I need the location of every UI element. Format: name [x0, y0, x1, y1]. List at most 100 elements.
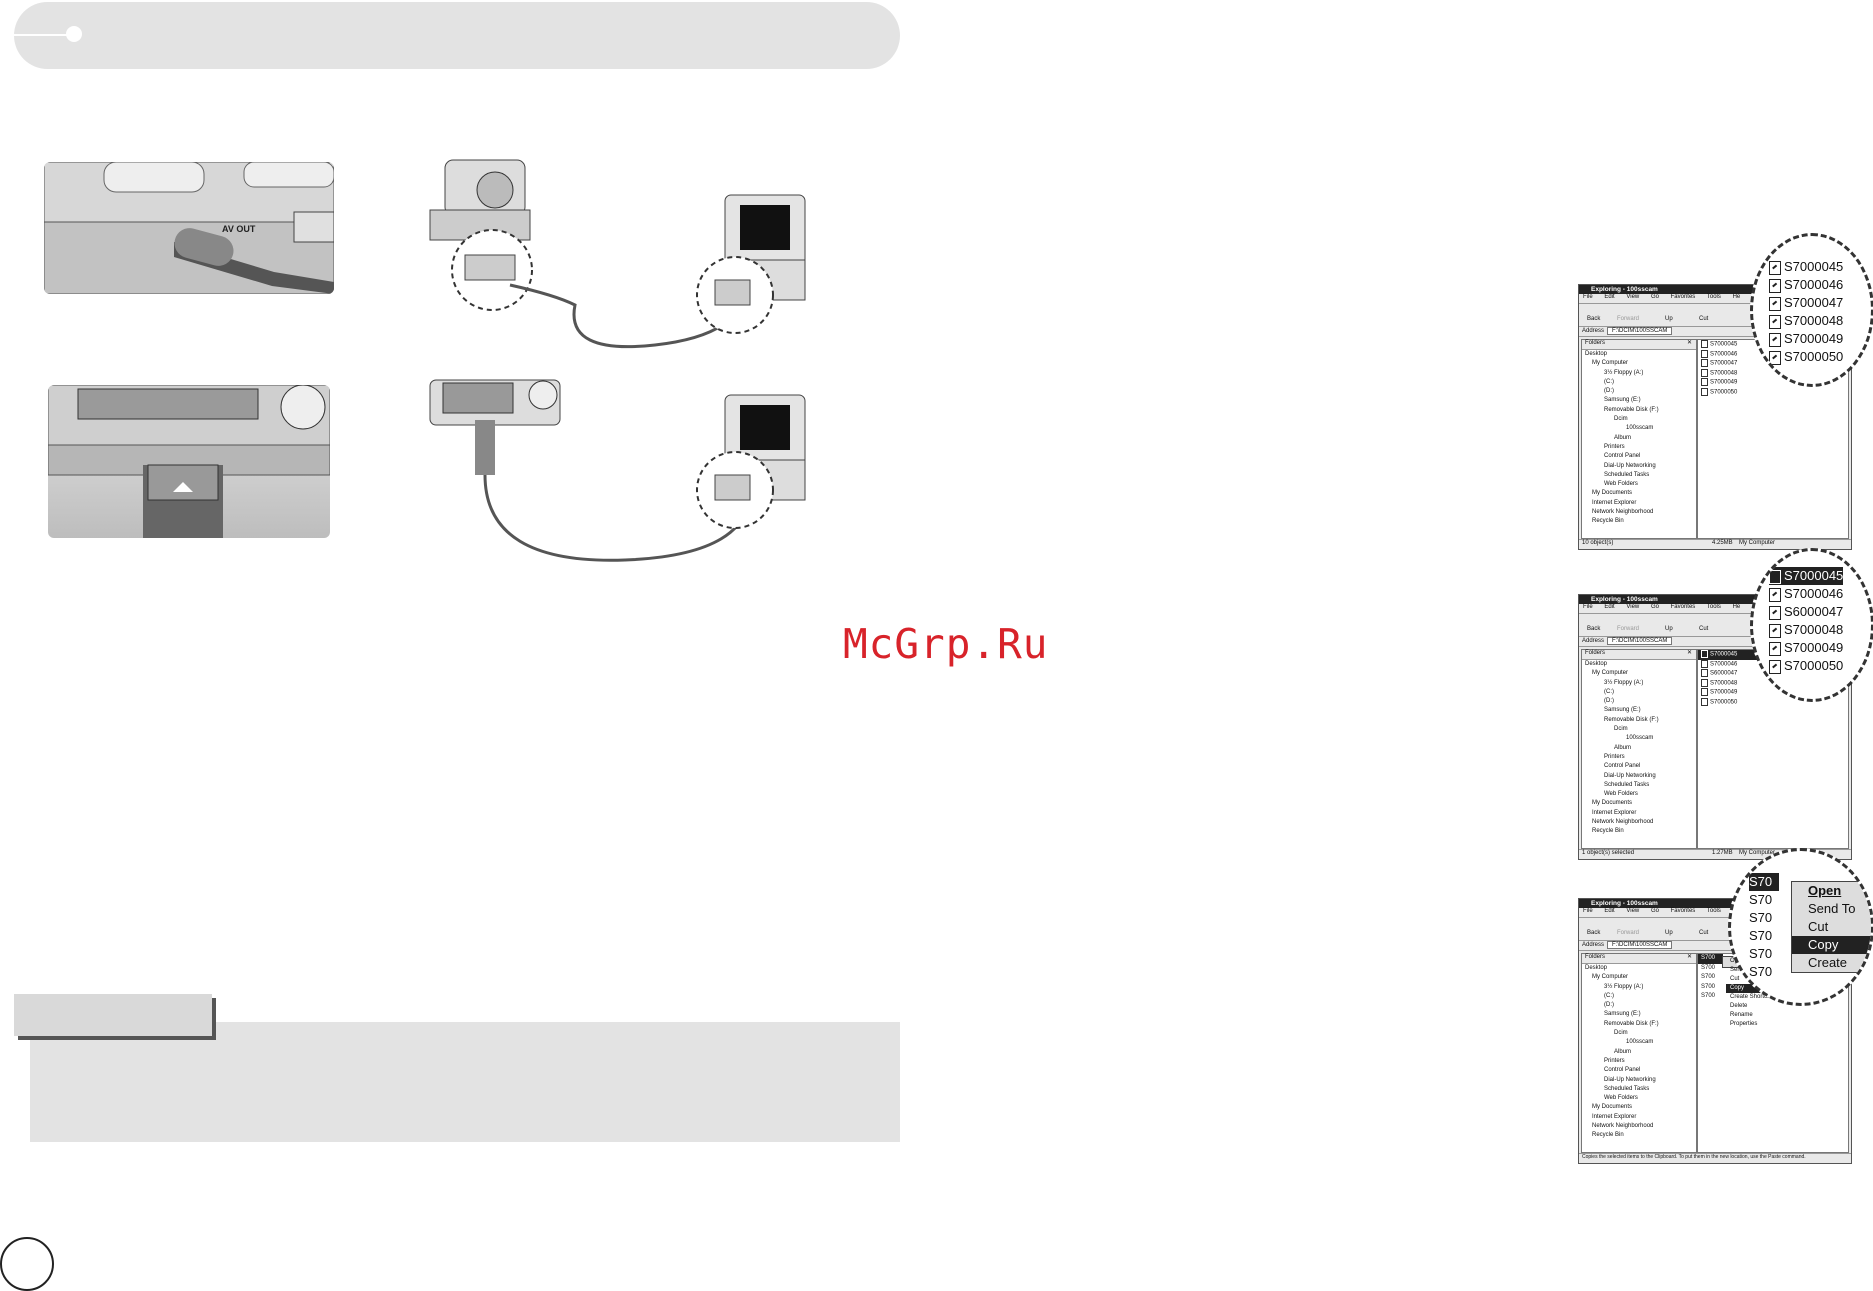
up-button[interactable]: Up: [1665, 930, 1673, 936]
menu-help[interactable]: He: [1732, 294, 1741, 300]
tree-item[interactable]: Album: [1614, 434, 1632, 441]
tree-item[interactable]: (D:): [1604, 1002, 1614, 1009]
menu-edit[interactable]: Edit: [1604, 604, 1615, 610]
tree-item[interactable]: Dial-Up Networking: [1604, 462, 1656, 469]
tree-item[interactable]: Dial-Up Networking: [1604, 1076, 1656, 1083]
menu-file[interactable]: File: [1583, 604, 1593, 610]
file-item[interactable]: S700: [1698, 964, 1848, 974]
close-icon[interactable]: ✕: [1686, 954, 1692, 960]
tree-item[interactable]: Recycle Bin: [1592, 828, 1624, 835]
file-item-selected[interactable]: S700: [1698, 954, 1723, 964]
menu-tools[interactable]: Tools: [1706, 604, 1721, 610]
tree-item[interactable]: Desktop: [1585, 965, 1608, 971]
tree-item[interactable]: Samsung (E:): [1604, 707, 1641, 714]
menu-view[interactable]: View: [1626, 604, 1640, 610]
menu-view[interactable]: View: [1626, 908, 1640, 914]
file-item[interactable]: S700: [1698, 992, 1848, 1002]
tree-item[interactable]: Dcim: [1614, 1030, 1628, 1037]
up-button[interactable]: Up: [1665, 316, 1673, 322]
file-item[interactable]: S7000047: [1698, 359, 1848, 369]
cut-button[interactable]: Cut: [1699, 626, 1709, 632]
file-item[interactable]: S7000048: [1698, 368, 1848, 379]
back-button[interactable]: Back: [1587, 930, 1601, 936]
menu-file[interactable]: File: [1583, 908, 1593, 914]
tree-item[interactable]: Album: [1614, 744, 1632, 751]
up-button[interactable]: Up: [1665, 626, 1673, 632]
tree-item[interactable]: Samsung (E:): [1604, 1011, 1641, 1018]
menu-file[interactable]: File: [1583, 294, 1593, 300]
tree-item[interactable]: My Documents: [1592, 800, 1633, 807]
forward-button[interactable]: Forward: [1617, 930, 1640, 936]
menu-go[interactable]: Go: [1650, 604, 1659, 610]
file-item[interactable]: S700: [1698, 983, 1848, 993]
tree-item[interactable]: Dcim: [1614, 726, 1628, 733]
tree-item[interactable]: Desktop: [1585, 661, 1608, 667]
menu-tools[interactable]: Tools: [1706, 294, 1721, 300]
tree-item[interactable]: Control Panel: [1604, 1067, 1641, 1074]
menu-favorites[interactable]: Favorites: [1670, 908, 1696, 914]
tree-item[interactable]: 3½ Floppy (A:): [1604, 983, 1644, 990]
menu-go[interactable]: Go: [1650, 294, 1659, 300]
file-item[interactable]: S7000046: [1698, 659, 1848, 670]
tree-item[interactable]: My Computer: [1592, 360, 1629, 367]
tree-item[interactable]: Printers: [1604, 753, 1625, 760]
file-item[interactable]: S7000048: [1698, 678, 1848, 689]
tree-item[interactable]: Printers: [1604, 443, 1625, 450]
tree-item[interactable]: (D:): [1604, 698, 1614, 705]
forward-button[interactable]: Forward: [1617, 626, 1640, 632]
tree-item[interactable]: My Documents: [1592, 490, 1633, 497]
tree-item[interactable]: Removable Disk (F:): [1604, 406, 1659, 413]
file-item[interactable]: S6000047: [1698, 669, 1848, 679]
context-menu-create-shortcut[interactable]: Create Shortcut: [1730, 994, 1773, 1000]
tree-item[interactable]: Scheduled Tasks: [1604, 1085, 1650, 1092]
tree-item[interactable]: My Documents: [1592, 1104, 1633, 1111]
tree-item[interactable]: (C:): [1604, 688, 1614, 695]
context-menu-cut[interactable]: Cut: [1730, 976, 1740, 982]
tree-item[interactable]: Album: [1614, 1048, 1632, 1055]
tree-item[interactable]: (C:): [1604, 992, 1614, 999]
tree-item[interactable]: Control Panel: [1604, 763, 1641, 770]
menu-view[interactable]: View: [1626, 294, 1640, 300]
file-item[interactable]: S7000049: [1698, 688, 1848, 698]
tree-item[interactable]: Recycle Bin: [1592, 1132, 1624, 1139]
menu-edit[interactable]: Edit: [1604, 294, 1615, 300]
tree-item[interactable]: 100sscam: [1626, 1039, 1654, 1046]
menu-favorites[interactable]: Favorites: [1670, 294, 1696, 300]
tree-item[interactable]: 3½ Floppy (A:): [1604, 369, 1644, 376]
tree-item[interactable]: Web Folders: [1604, 791, 1638, 798]
address-input[interactable]: F:\DCIM\100SSCAM: [1607, 941, 1673, 949]
tree-item[interactable]: Network Neighborhood: [1592, 1123, 1654, 1130]
tree-item[interactable]: Scheduled Tasks: [1604, 471, 1650, 478]
tree-item[interactable]: Internet Explorer: [1592, 499, 1637, 506]
tree-item[interactable]: Network Neighborhood: [1592, 819, 1654, 826]
tree-item[interactable]: Network Neighborhood: [1592, 509, 1654, 516]
back-button[interactable]: Back: [1587, 626, 1601, 632]
tree-item[interactable]: 100sscam: [1626, 735, 1654, 742]
context-menu-delete[interactable]: Delete: [1730, 1003, 1748, 1009]
tree-item[interactable]: Samsung (E:): [1604, 397, 1641, 404]
back-button[interactable]: Back: [1587, 316, 1601, 322]
tree-item[interactable]: Removable Disk (F:): [1604, 1020, 1659, 1027]
address-input[interactable]: F:\DCIM\100SSCAM: [1607, 637, 1673, 645]
menu-tools[interactable]: Tools: [1706, 908, 1721, 914]
context-menu-send-to[interactable]: Send: [1730, 967, 1745, 973]
file-item[interactable]: S7000050: [1698, 387, 1848, 398]
file-item[interactable]: S7000049: [1698, 378, 1848, 388]
close-icon[interactable]: ✕: [1686, 340, 1692, 346]
address-input[interactable]: F:\DCIM\100SSCAM: [1607, 327, 1673, 335]
menu-edit[interactable]: Edit: [1604, 908, 1615, 914]
menu-favorites[interactable]: Favorites: [1670, 604, 1696, 610]
tree-item[interactable]: Web Folders: [1604, 1095, 1638, 1102]
tree-item[interactable]: My Computer: [1592, 670, 1629, 677]
tree-item[interactable]: Control Panel: [1604, 453, 1641, 460]
menu-help[interactable]: He: [1732, 604, 1741, 610]
cut-button[interactable]: Cut: [1699, 316, 1709, 322]
tree-item[interactable]: (C:): [1604, 378, 1614, 385]
context-menu-copy[interactable]: Copy: [1726, 984, 1780, 993]
context-menu-rename[interactable]: Rename: [1730, 1012, 1753, 1018]
tree-item[interactable]: Desktop: [1585, 351, 1608, 357]
tree-item[interactable]: Removable Disk (F:): [1604, 716, 1659, 723]
tree-item[interactable]: 100sscam: [1626, 425, 1654, 432]
forward-button[interactable]: Forward: [1617, 316, 1640, 322]
tree-item[interactable]: Dial-Up Networking: [1604, 772, 1656, 779]
